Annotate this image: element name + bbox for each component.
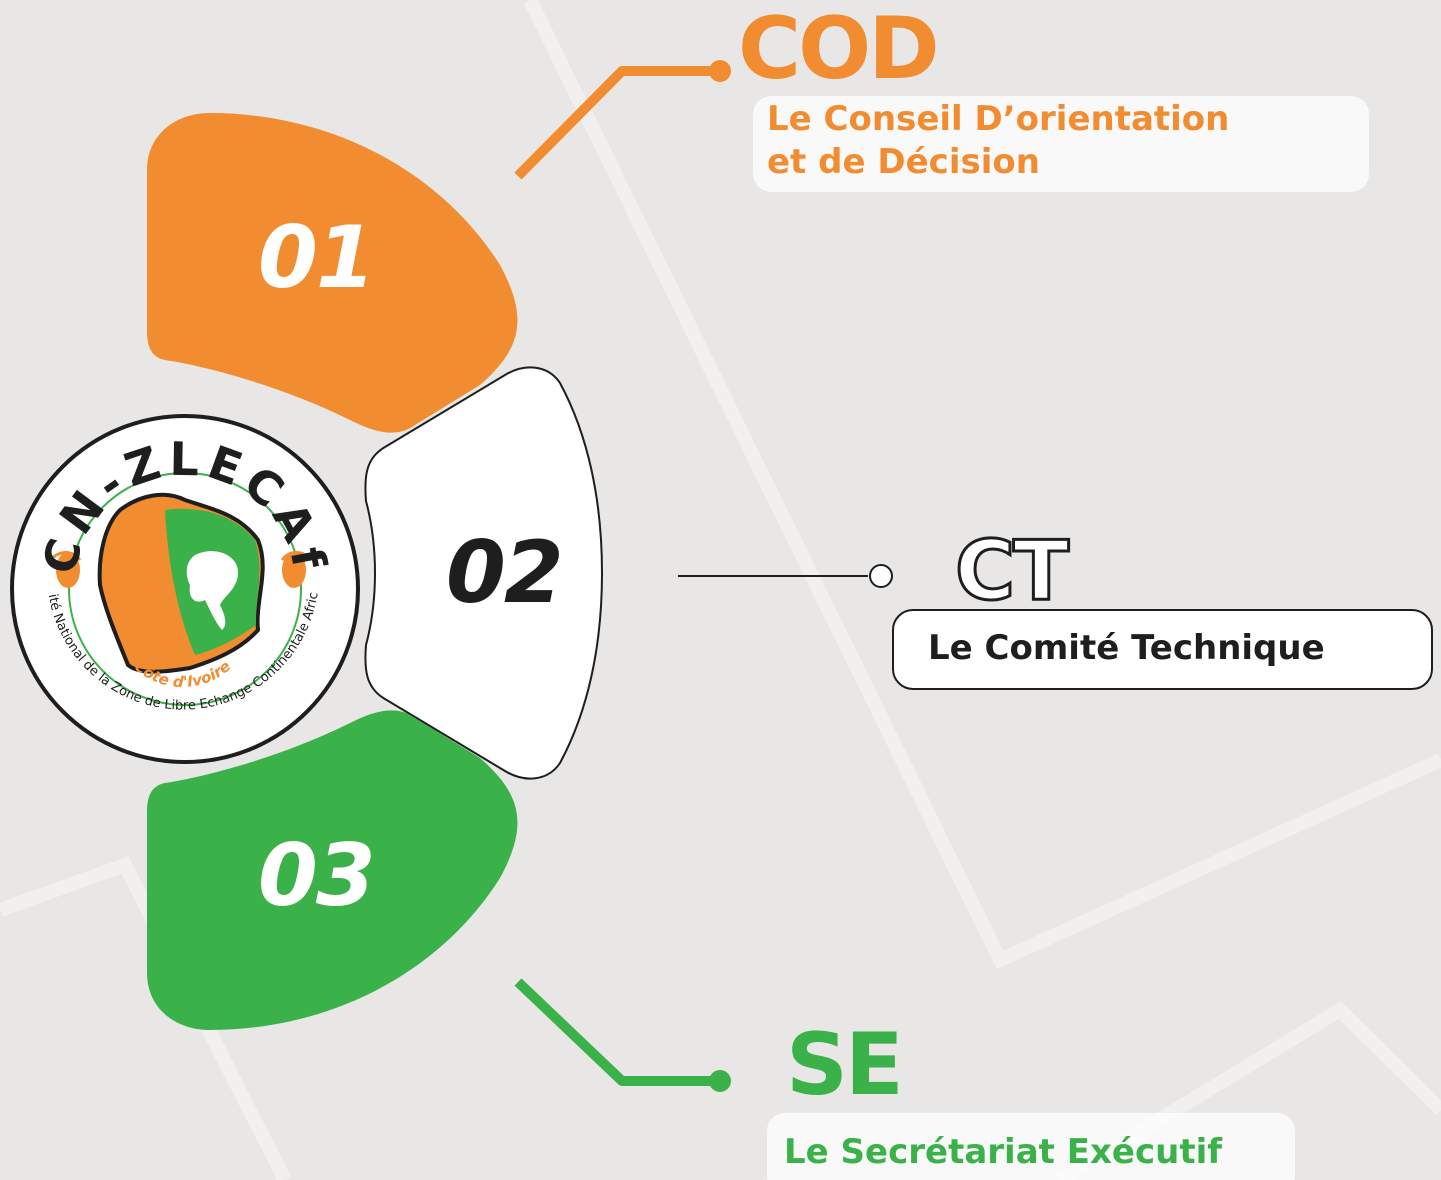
ct-abbreviation: CT (955, 524, 1069, 619)
cod-label-line2: et de Décision (767, 142, 1040, 182)
connector-se (514, 978, 731, 1092)
connector-cod (514, 60, 731, 180)
ct-label: Le Comité Technique (928, 628, 1325, 668)
cocoa-pod-left-icon (48, 551, 82, 588)
ct-label-box (892, 609, 1433, 690)
cocoa-pod-right-icon (280, 551, 314, 588)
cod-label: Le Conseil D’orientation et de Décision (767, 98, 1357, 184)
connector-ct (678, 564, 893, 588)
cod-abbreviation: COD (738, 0, 940, 99)
segment-02-shape (364, 366, 604, 780)
segment-02-number: 02 (446, 523, 564, 623)
se-label: Le Secrétariat Exécutif (784, 1132, 1223, 1172)
se-abbreviation: SE (786, 1015, 904, 1115)
cod-label-box (753, 96, 1369, 192)
segment-01-number: 01 (258, 208, 376, 308)
se-label-box (767, 1113, 1295, 1180)
elephant-icon (186, 551, 239, 630)
cod-label-line1: Le Conseil D’orientation (767, 99, 1230, 139)
segment-01-shape (147, 113, 518, 433)
segment-03-shape (147, 710, 518, 1030)
segment-03-number: 03 (258, 826, 376, 926)
